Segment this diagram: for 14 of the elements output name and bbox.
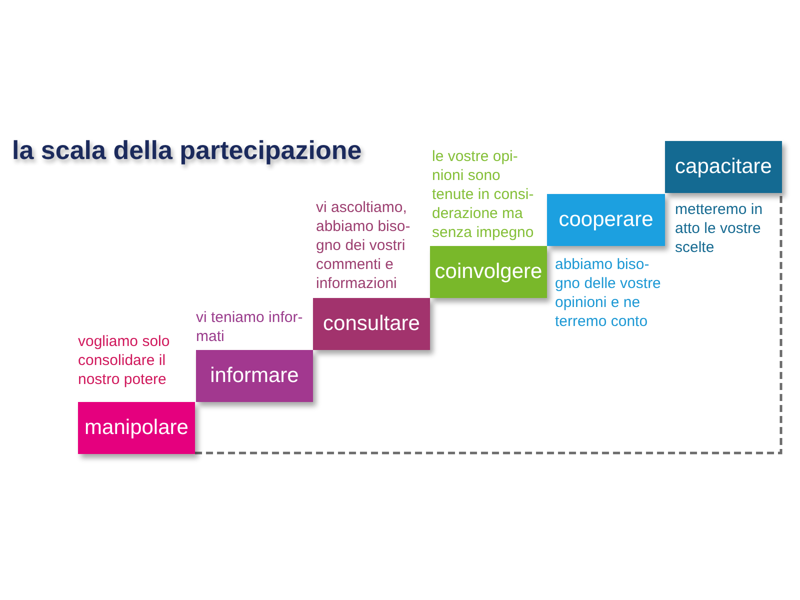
dashed-connector-line [195, 193, 782, 454]
step-description: vi ascoltiamo, abbiamo biso- gno dei vostri commenti e informazioni [316, 198, 412, 293]
step-description: vi teniamo infor- mati [196, 308, 304, 346]
step-description: metteremo in atto le vostre scelte [675, 200, 764, 257]
step-box: capacitare [665, 141, 782, 193]
step-box: coinvolgere [430, 246, 547, 298]
diagram-title: la scala della partecipazione [12, 134, 362, 166]
step-box: informare [196, 350, 313, 402]
step-box: cooperare [547, 194, 665, 246]
step-description: vogliamo solo consolidare il nostro potere [78, 332, 171, 389]
step-description: le vostre opi- nioni sono tenute in consi- derazione ma senza impegno [432, 147, 535, 242]
step-description: abbiamo biso- gno delle vostre opinioni e ne terremo conto [555, 255, 662, 331]
step-box: consultare [313, 298, 430, 350]
step-box: manipolare [78, 402, 195, 454]
